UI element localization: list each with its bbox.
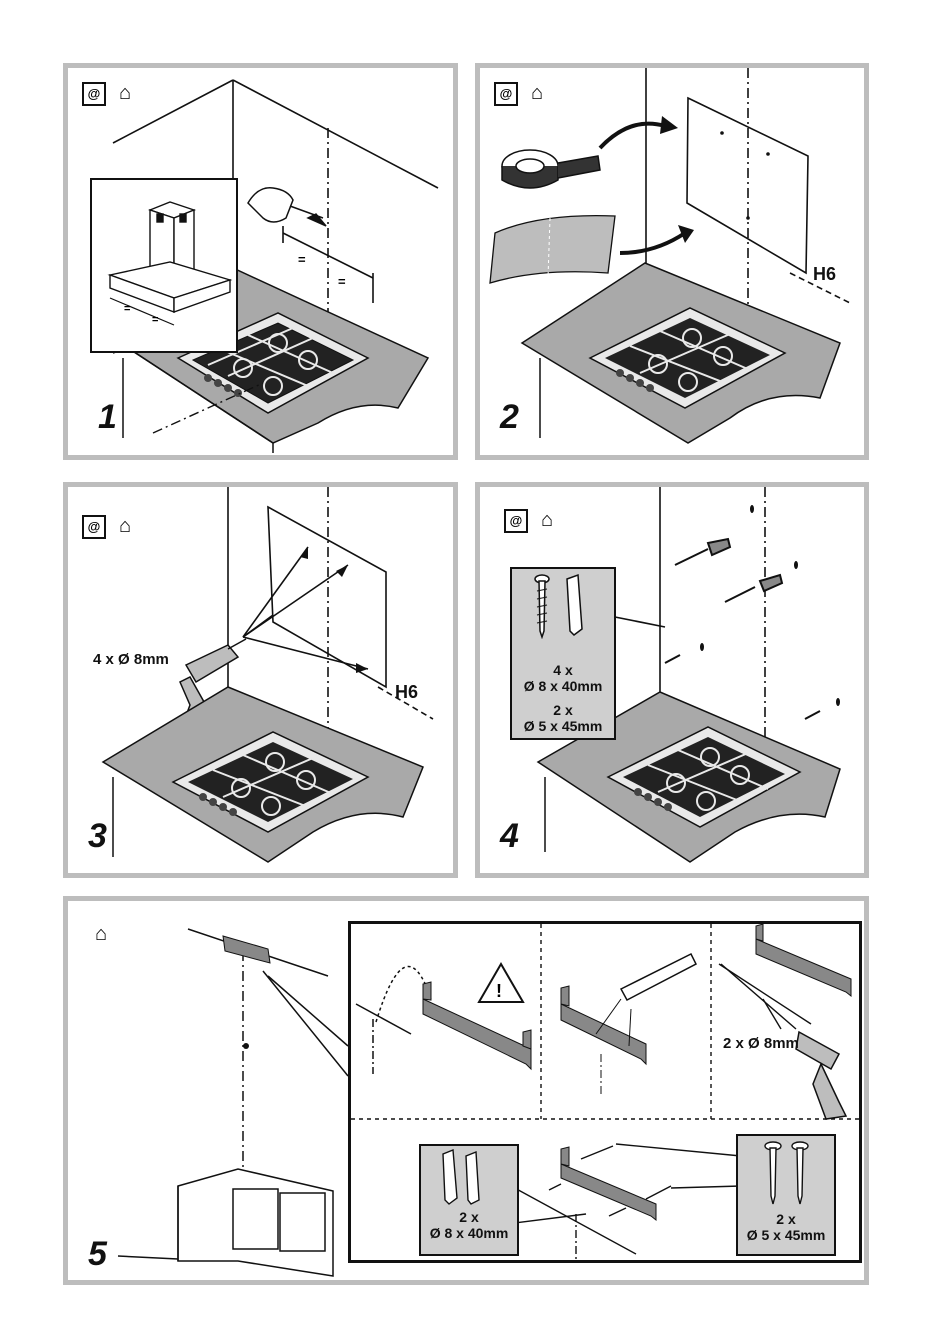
step-1-panel: = = = = @ ⌂ 1	[63, 63, 458, 460]
step-1-number: 1	[98, 400, 117, 434]
drill-size-label: 2 x Ø 8mm	[723, 1036, 799, 1052]
wall-bracket	[423, 999, 531, 1069]
house-icon: ⌂	[88, 921, 114, 947]
power-drill-icon	[796, 1032, 846, 1119]
plug-count: 4 x	[512, 663, 614, 678]
screws-callout: 2 x Ø 5 x 45mm	[736, 1134, 836, 1256]
svg-text:=: =	[338, 274, 346, 289]
step-3-panel: @ ⌂ 4 x Ø 8mm H6 3	[63, 482, 458, 878]
house-icon: ⌂	[534, 507, 560, 533]
plug-size: Ø 8 x 40mm	[512, 679, 614, 694]
svg-text:=: =	[124, 303, 130, 315]
plug-size: Ø 8 x 40mm	[415, 1226, 523, 1241]
wall-plug-icon	[421, 1146, 517, 1206]
professional-install-icon: @	[504, 509, 528, 533]
professional-install-icon: @	[82, 82, 106, 106]
chimney-hood-drawing: = =	[92, 180, 236, 351]
wall-bracket	[561, 1164, 656, 1220]
drill-size-label: 4 x Ø 8mm	[93, 652, 169, 668]
step-3-illustration	[68, 487, 453, 873]
screw-count: 2 x	[738, 1212, 834, 1227]
screw-size: Ø 5 x 45mm	[512, 719, 614, 734]
warning-symbol: !	[496, 981, 502, 1001]
pencil-icon	[621, 954, 696, 1000]
svg-text:=: =	[152, 314, 158, 326]
step-5-number: 5	[88, 1237, 107, 1271]
step-2-illustration	[480, 68, 864, 455]
template-sheet	[490, 216, 615, 283]
wall-bracket	[756, 939, 851, 996]
plug-count: 2 x	[421, 1210, 517, 1225]
wall-cabinets	[118, 1169, 333, 1276]
svg-text:=: =	[298, 252, 306, 267]
screw-icon	[738, 1136, 834, 1208]
screw-count: 2 x	[512, 703, 614, 718]
height-mark-h6: H6	[395, 682, 418, 703]
step-3-number: 3	[88, 819, 107, 853]
screw-and-plug-icon	[512, 569, 614, 639]
step-2-number: 2	[500, 400, 519, 434]
wall-bracket	[223, 936, 270, 963]
step-4-number: 4	[500, 819, 519, 853]
hood-inset: = =	[90, 178, 238, 353]
step-4-panel: 4 x Ø 8 x 40mm 2 x Ø 5 x 45mm @ ⌂ 4	[475, 482, 869, 878]
house-icon: ⌂	[524, 80, 550, 106]
tape-roll-icon	[502, 150, 600, 188]
hand-marking-icon	[248, 188, 326, 226]
bracket-detail-box: !	[348, 921, 862, 1263]
fixings-callout: 4 x Ø 8 x 40mm 2 x Ø 5 x 45mm	[510, 567, 616, 740]
step-2-panel: @ ⌂ H6 2	[475, 63, 869, 460]
step-5-panel: !	[63, 896, 869, 1285]
height-mark-h6: H6	[813, 264, 836, 285]
professional-install-icon: @	[494, 82, 518, 106]
screw-size: Ø 5 x 45mm	[732, 1228, 840, 1243]
house-icon: ⌂	[112, 80, 138, 106]
wall-bracket	[561, 1004, 646, 1064]
house-icon: ⌂	[112, 513, 138, 539]
professional-install-icon: @	[82, 515, 106, 539]
plugs-callout: 2 x Ø 8 x 40mm	[419, 1144, 519, 1256]
